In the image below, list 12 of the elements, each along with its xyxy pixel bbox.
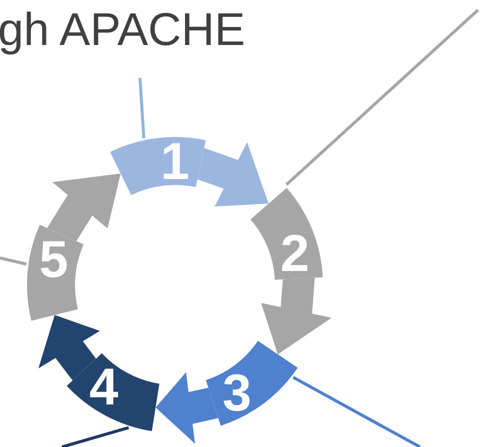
leader-line [292, 376, 421, 447]
arrowhead [47, 174, 121, 242]
node-label: 5 [39, 231, 68, 290]
arrowhead [38, 315, 100, 380]
node-label: 1 [160, 133, 190, 191]
leader-line [138, 78, 146, 138]
arrowhead [261, 278, 332, 354]
leader-line [0, 256, 27, 266]
leader-line [62, 426, 130, 447]
arrowhead [156, 372, 218, 444]
leader-line [285, 8, 480, 186]
arrowhead [197, 142, 269, 206]
